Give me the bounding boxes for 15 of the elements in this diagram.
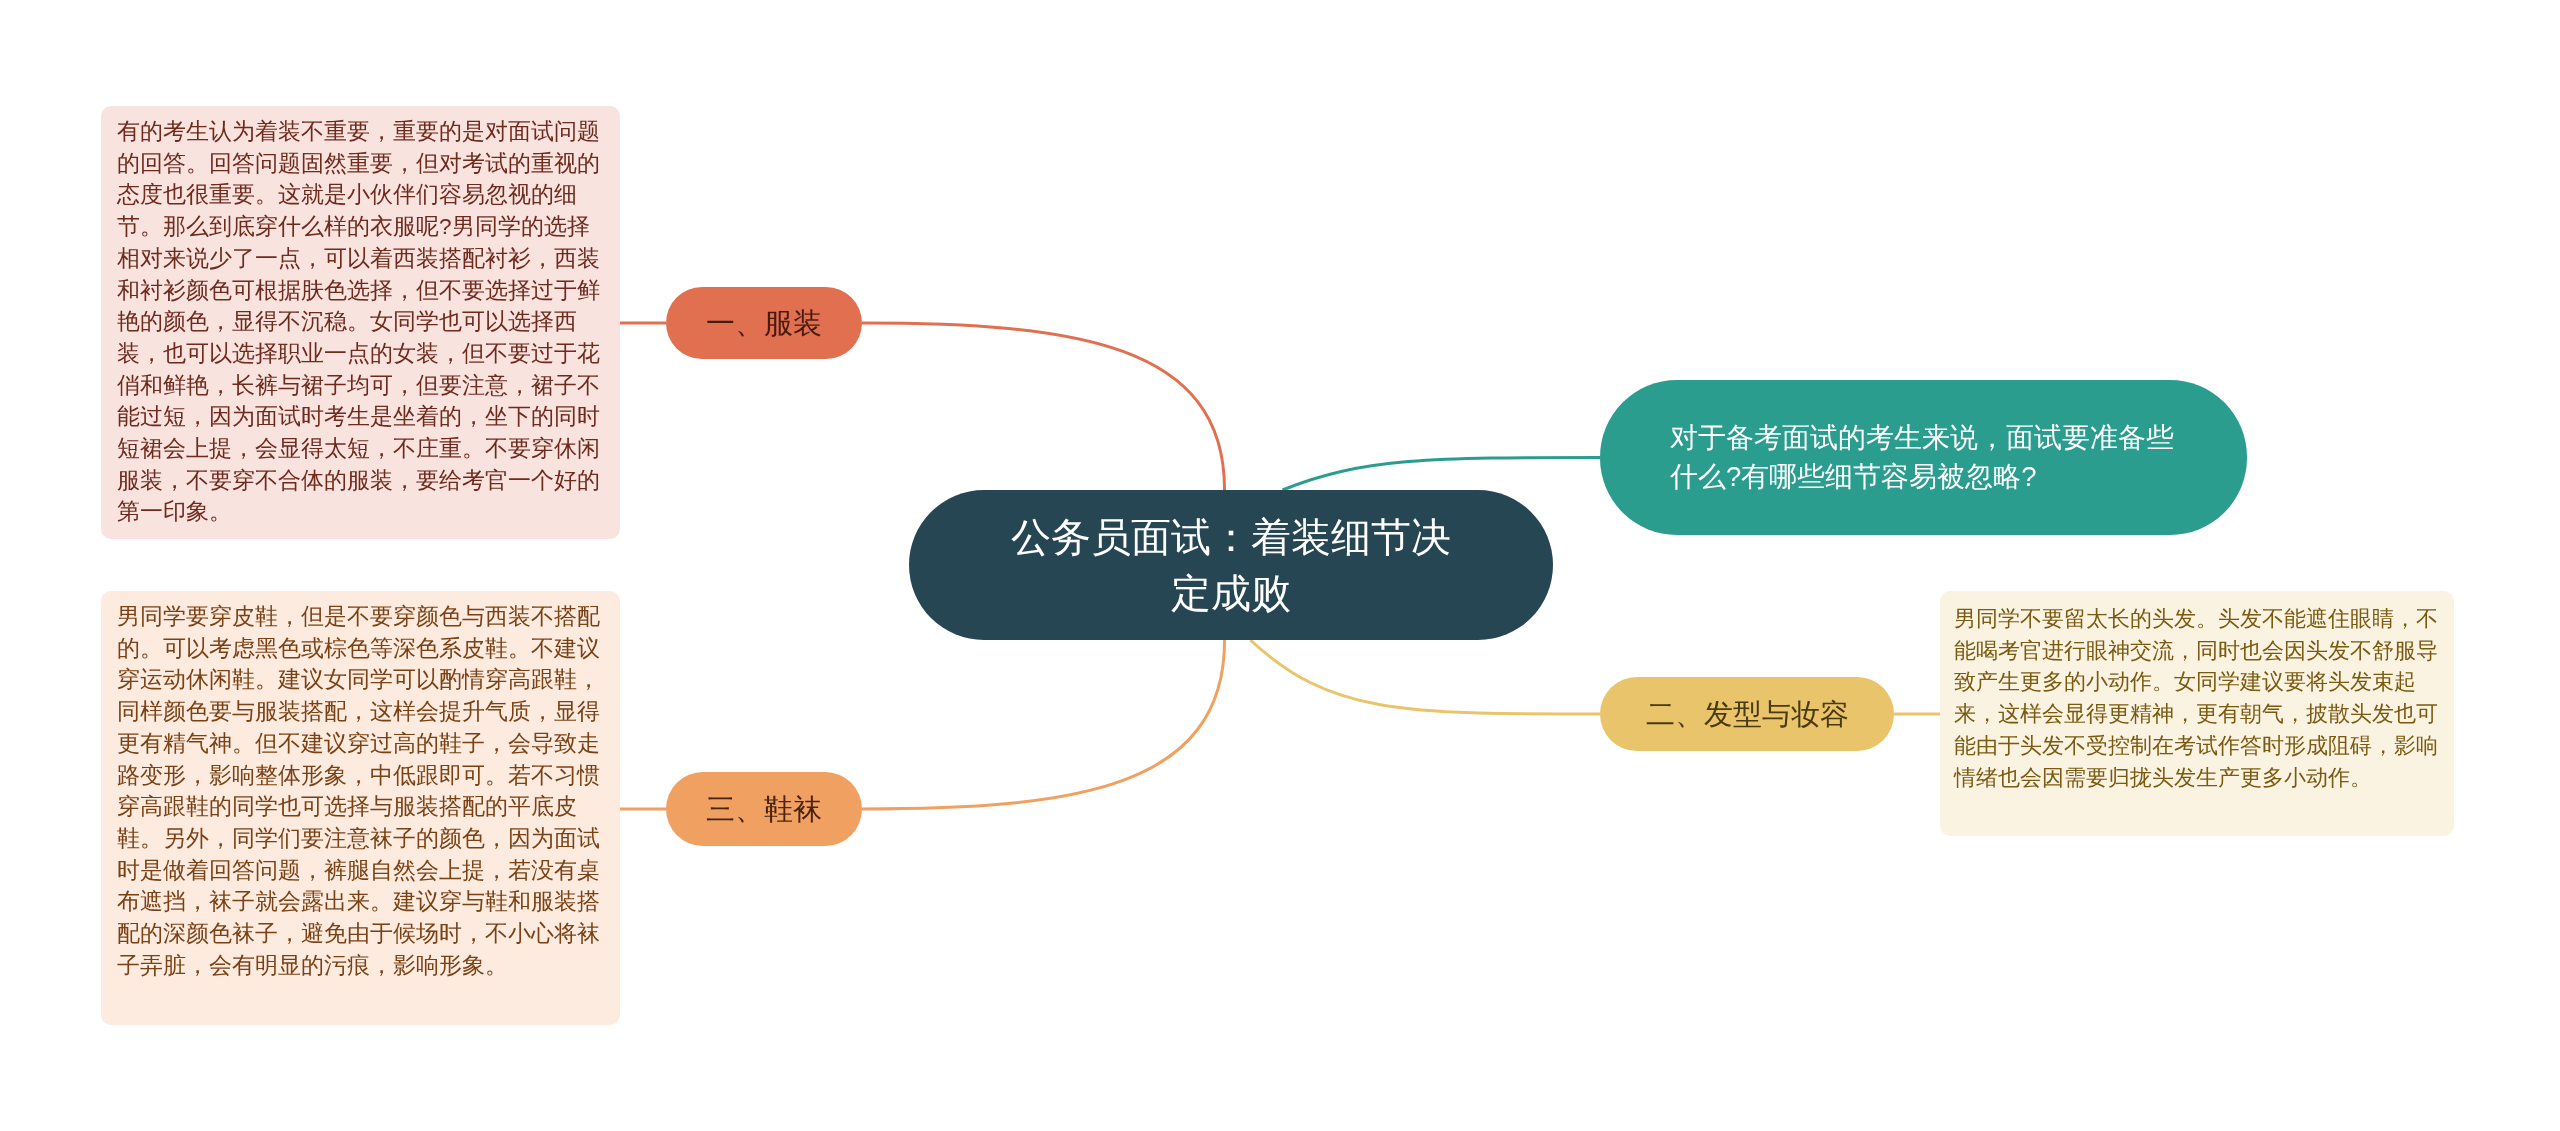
- branch-pill: 一、服装: [666, 287, 862, 359]
- note-card: 有的考生认为着装不重要，重要的是对面试问题的回答。回答问题固然重要，但对考试的重视的态度也很重要。这就是小伙伴们容易忽视的细节。那么到底穿什么样的衣服呢?男同学的选择相对来说少了一点，可以着西装搭配衬衫，西装和衬衫颜色可根据肤色选择，但不要选择过于鲜艳的颜色，显得不沉稳。女同学也可以选择西装，也可以选择职业一点的女装，但不要过于花俏和鲜艳，长裤与裙子均可，但要注意，裙子不能过短，因为面试时考生是坐着的，坐下的同时短裙会上提，会显得太短，不庄重。不要穿休闲服装，不要穿不合体的服装，要给考官一个好的第一印象。: [101, 106, 620, 539]
- central-topic: 公务员面试：着装细节决定成败: [909, 490, 1553, 640]
- connector-line: [862, 639, 1227, 811]
- note-card: 男同学不要留太长的头发。头发不能遮住眼睛，不能喝考官进行眼神交流，同时也会因头发不舒服导致产生更多的小动作。女同学建议要将头发束起来，这样会显得更精神，更有朝气，披散头发也可能由于头发不受控制在考试作答时形成阻碍，影响情绪也会因需要归拢头发生产更多小动作。: [1940, 591, 2454, 836]
- branch-pill: 三、鞋袜: [666, 772, 862, 846]
- connector-line: [1249, 638, 1600, 716]
- note-card: 男同学要穿皮鞋，但是不要穿颜色与西装不搭配的。可以考虑黑色或棕色等深色系皮鞋。不建议穿运动休闲鞋。建议女同学可以酌情穿高跟鞋，同样颜色要与服装搭配，这样会提升气质，显得更有精气神。但不建议穿过高的鞋子，会导致走路变形，影响整体形象，中低跟即可。若不习惯穿高跟鞋的同学也可选择与服装搭配的平底皮鞋。另外，同学们要注意袜子的颜色，因为面试时是做着回答问题，裤腿自然会上提，若没有桌布遮挡，袜子就会露出来。建议穿与鞋和服装搭配的深颜色袜子，避免由于候场时，不小心将袜子弄脏，会有明显的污痕，影响形象。: [101, 591, 620, 1025]
- topic-pill: 对于备考面试的考生来说，面试要准备些什么?有哪些细节容易被忽略?: [1600, 380, 2247, 535]
- connector-line: [1894, 712, 1940, 716]
- connector-line: [620, 807, 666, 811]
- connector-line: [1282, 456, 1600, 492]
- connector-line: [620, 321, 666, 325]
- connector-line: [862, 321, 1227, 491]
- branch-pill: 二、发型与妆容: [1600, 677, 1894, 751]
